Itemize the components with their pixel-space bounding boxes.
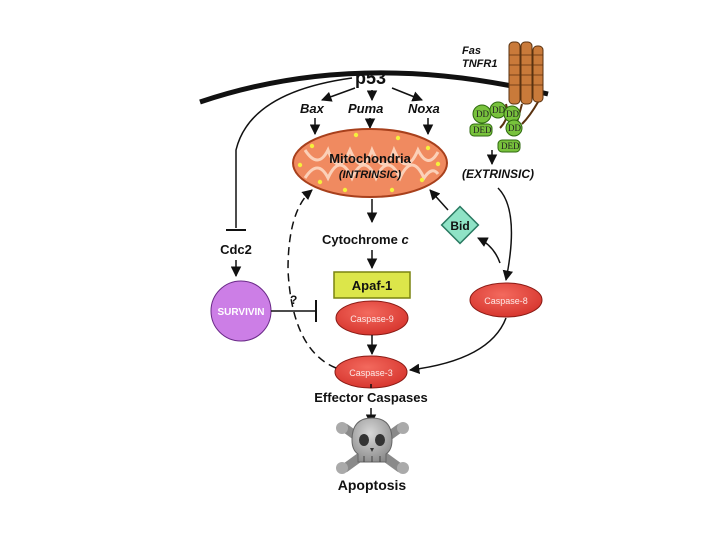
apoptosis-label: Apoptosis bbox=[338, 477, 407, 493]
arrow-casp8-casp3 bbox=[408, 317, 507, 375]
bid-node bbox=[440, 205, 480, 245]
gene-noxa: Noxa bbox=[408, 101, 440, 116]
survivin-label: SURVIVIN bbox=[217, 307, 264, 318]
mitochondria-label: Mitochondria bbox=[329, 151, 411, 166]
arrow-p53-bax bbox=[321, 87, 356, 102]
mitochondria-organelle bbox=[292, 128, 448, 198]
arrow-casp8-bid bbox=[477, 237, 501, 264]
dd-label-4: DD bbox=[508, 123, 521, 133]
arrow-bid-mito bbox=[429, 189, 449, 211]
dashed-casp3-to-mito bbox=[287, 189, 337, 369]
gene-puma: Puma bbox=[348, 101, 383, 116]
receptor-label-tnfr1: TNFR1 bbox=[462, 58, 497, 70]
death-domains bbox=[469, 101, 523, 153]
bid-label: Bid bbox=[450, 219, 469, 233]
dd-label-1: DD bbox=[476, 109, 489, 119]
extrinsic-label: (EXTRINSIC) bbox=[462, 167, 534, 181]
gene-bax: Bax bbox=[300, 101, 325, 116]
p53-label: p53 bbox=[355, 68, 386, 88]
skull-crossbones-icon bbox=[336, 417, 409, 474]
inhibit-p53-cdc2 bbox=[235, 77, 353, 228]
caspase9-label: Caspase-9 bbox=[350, 314, 394, 324]
apaf1-box bbox=[333, 271, 411, 299]
fas-receptor bbox=[499, 41, 544, 129]
arrow-extrinsic-casp8 bbox=[497, 187, 513, 282]
apaf1-label: Apaf-1 bbox=[352, 278, 392, 293]
effector-caspases-label: Effector Caspases bbox=[314, 390, 427, 405]
question-mark-label: ? bbox=[290, 293, 297, 307]
dd-label-2: DD bbox=[492, 105, 505, 115]
receptor-label-fas: Fas bbox=[462, 45, 481, 57]
intrinsic-label: (INTRINSIC) bbox=[339, 169, 402, 181]
caspase8-label: Caspase-8 bbox=[484, 296, 528, 306]
cytochrome-c-label: Cytochrome c bbox=[322, 232, 409, 247]
arrow-p53-noxa bbox=[391, 87, 423, 102]
caspase3-label: Caspase-3 bbox=[349, 368, 393, 378]
caspase8-node bbox=[469, 282, 543, 318]
ded-label-2: DED bbox=[501, 141, 520, 151]
ded-label-1: DED bbox=[473, 125, 492, 135]
cdc2-label: Cdc2 bbox=[220, 242, 252, 257]
cell-membrane bbox=[199, 70, 549, 105]
dd-label-3: DD bbox=[506, 109, 519, 119]
